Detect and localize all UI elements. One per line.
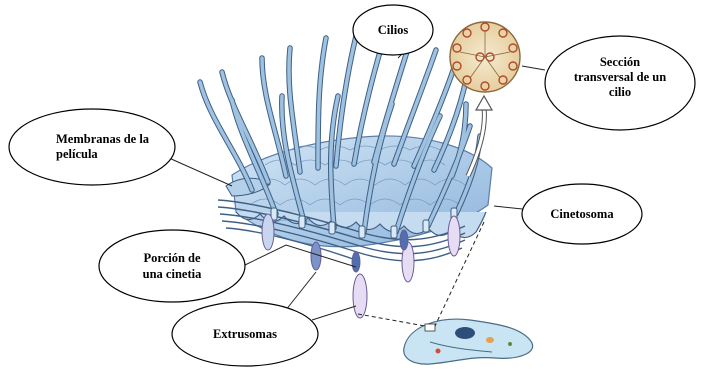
label-extrusomas: Extrusomas <box>172 302 318 366</box>
svg-text:Extrusomas: Extrusomas <box>213 327 277 341</box>
svg-text:Sección: Sección <box>600 55 640 69</box>
label-cilios: Cilios <box>353 5 433 55</box>
svg-text:una cinetia: una cinetia <box>143 267 202 281</box>
svg-text:cilio: cilio <box>609 85 631 99</box>
label-seccion-transversal: Sección transversal de un cilio <box>545 36 695 130</box>
label-porcion-cinetia: Porción de una cinetia <box>99 230 245 302</box>
svg-text:Porción de: Porción de <box>143 251 201 265</box>
svg-text:Cilios: Cilios <box>378 23 409 37</box>
label-cinetosoma: Cinetosoma <box>522 184 642 244</box>
label-membranas-pelicula: Membranas de la película <box>9 109 175 185</box>
svg-text:película: película <box>56 147 98 161</box>
svg-text:Membranas de la: Membranas de la <box>56 132 150 146</box>
svg-text:Cinetosoma: Cinetosoma <box>550 207 614 221</box>
svg-text:transversal de un: transversal de un <box>574 70 666 84</box>
cilium-cross-section <box>450 22 520 92</box>
